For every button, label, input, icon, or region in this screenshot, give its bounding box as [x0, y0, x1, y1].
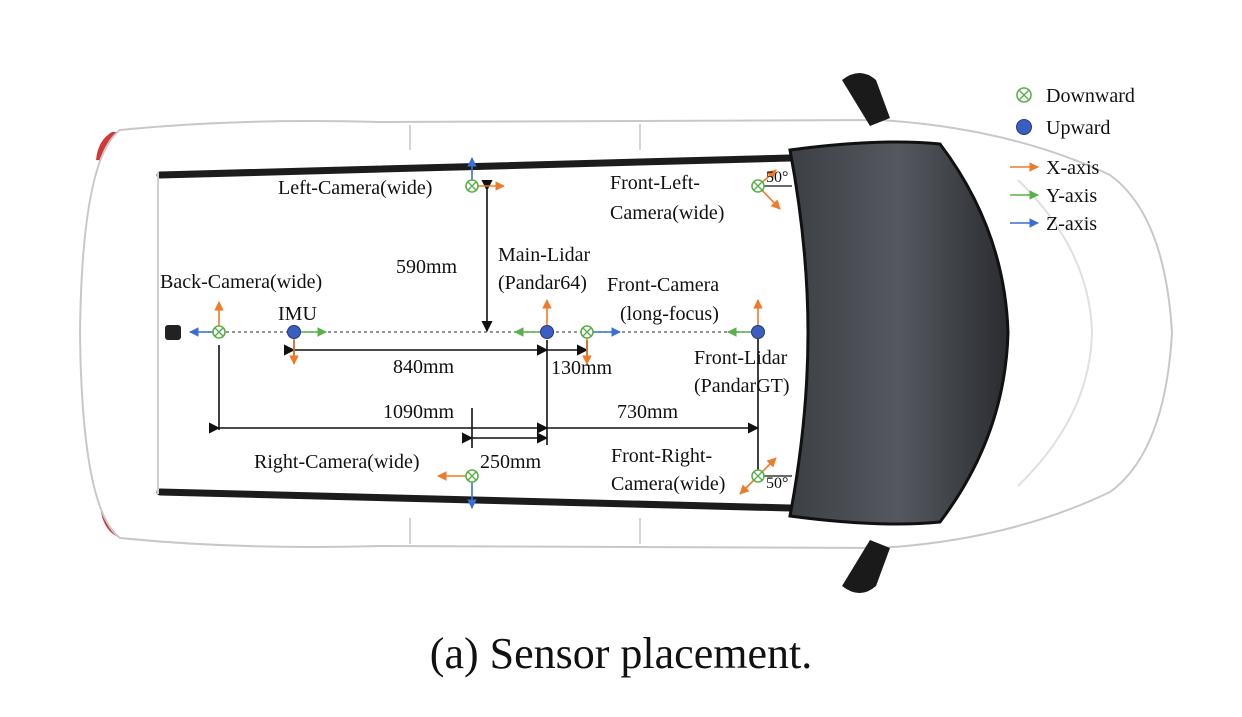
front-lidar-marker [727, 299, 765, 339]
car-top-view [78, 73, 1174, 593]
dimension-lines [208, 179, 760, 470]
figure-caption: (a) Sensor placement. [430, 629, 812, 678]
front-camera-marker [580, 325, 621, 365]
main-lidar-marker [514, 299, 554, 339]
rear-camera-housing [165, 325, 181, 340]
front-right-camera-marker [739, 457, 792, 495]
legend-downward-icon [1016, 87, 1032, 103]
legend-x-axis-label: X-axis [1046, 157, 1100, 179]
front-camera-label-line1: Front-Camera [607, 274, 719, 296]
main-lidar-label-line2: (Pandar64) [498, 272, 587, 294]
mirror-right [842, 540, 890, 593]
dimension-590mm: 590mm [396, 256, 458, 278]
imu-label: IMU [278, 303, 317, 325]
front-lidar-label-line1: Front-Lidar [694, 347, 788, 369]
front-right-camera-label-line2: Camera(wide) [611, 473, 725, 495]
front-right-camera-label-line1: Front-Right- [611, 445, 712, 467]
dimension-250mm: 250mm [480, 451, 542, 473]
front-camera-label-line2: (long-focus) [620, 303, 719, 325]
legend-downward-label: Downward [1046, 85, 1135, 107]
front-left-camera-label-line2: Camera(wide) [610, 202, 724, 224]
mirror-left [842, 73, 890, 126]
windshield [788, 140, 1010, 526]
front-left-camera-marker [751, 169, 792, 210]
front-lidar-label-line2: (PandarGT) [694, 375, 790, 397]
legend: Downward Upward X-axis Y-axis Z-axis [1010, 85, 1135, 235]
legend-upward-label: Upward [1046, 117, 1110, 139]
dimension-840mm: 840mm [393, 356, 455, 378]
main-lidar-label-line1: Main-Lidar [498, 244, 591, 266]
dimension-1090mm: 1090mm [383, 401, 455, 423]
front-right-angle-label: 50° [766, 475, 788, 492]
right-camera-marker [437, 469, 479, 509]
hood-line [1017, 179, 1094, 487]
left-camera-marker [465, 157, 505, 193]
door-seams [409, 124, 641, 544]
front-left-camera-label-line1: Front-Left- [610, 172, 700, 194]
legend-z-axis-label: Z-axis [1046, 213, 1097, 235]
back-camera-label: Back-Camera(wide) [160, 271, 322, 293]
back-camera-marker [189, 301, 226, 339]
dimension-730mm: 730mm [617, 401, 679, 423]
dimension-130mm: 130mm [551, 357, 613, 379]
legend-upward-icon [1016, 119, 1032, 135]
right-camera-label: Right-Camera(wide) [254, 451, 420, 473]
left-camera-label: Left-Camera(wide) [278, 177, 432, 199]
imu-marker [287, 325, 327, 365]
front-left-angle-label: 50° [766, 169, 788, 186]
legend-y-axis-label: Y-axis [1046, 185, 1097, 207]
